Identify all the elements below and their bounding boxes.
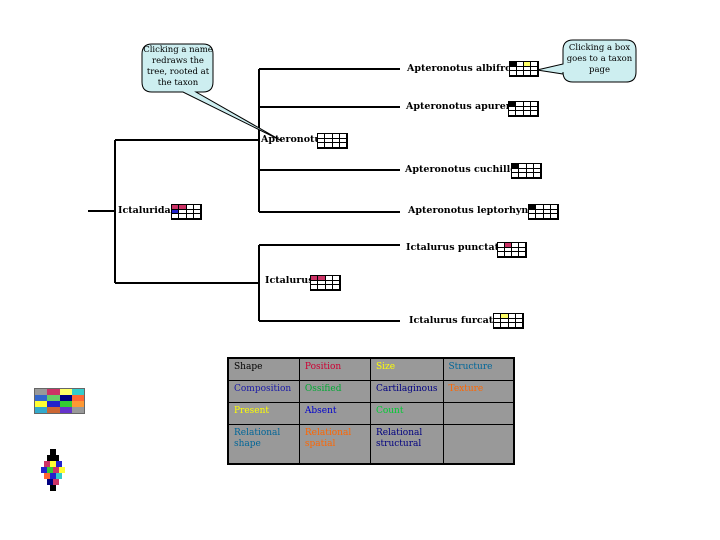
- taxon-name-apteronotus-leptorhynchus[interactable]: Apteronotus leptorhynchus: [408, 205, 554, 216]
- taxon-name-ictaluridae[interactable]: Ictaluridae: [118, 205, 177, 216]
- taxon-name-ictalurus-furcatus[interactable]: Ictalurus furcatus: [409, 315, 506, 326]
- legend-cell: Present: [227, 401, 300, 425]
- taxon-box-ictalurus[interactable]: [310, 275, 341, 291]
- legend-cell: Composition: [227, 379, 300, 403]
- legend-cell: Count: [369, 401, 444, 425]
- taxon-name-apteronotus-albifrons[interactable]: Apteronotus albifrons: [407, 63, 524, 74]
- legend-cell: Cartilaginous: [369, 379, 444, 403]
- legend-cell: Texture: [442, 379, 515, 403]
- legend-cell: [442, 423, 515, 465]
- taxon-box-apteronotus-albifrons[interactable]: [509, 61, 539, 77]
- legend-cell: Relational structural: [369, 423, 444, 465]
- legend-cell: Shape: [227, 357, 300, 381]
- legend-cell: [442, 401, 515, 425]
- legend-cell: Position: [298, 357, 371, 381]
- taxon-box-ictalurus-furcatus[interactable]: [493, 313, 524, 329]
- taxon-name-apteronotus[interactable]: Apteronotus: [261, 134, 327, 145]
- legend-cell: Relational shape: [227, 423, 300, 465]
- name-callout: [141, 43, 283, 142]
- name-callout-text: Clicking a name redraws the tree, rooted…: [143, 45, 213, 88]
- taxon-box-apteronotus-apurensis[interactable]: [508, 101, 539, 117]
- name-callout-bubble: [141, 43, 283, 142]
- box-callout: [536, 39, 637, 83]
- box-callout-text: Clicking a box goes to a taxon page: [566, 43, 633, 75]
- diamond-grid-icon: [41, 449, 65, 491]
- legend-cell: Absent: [298, 401, 371, 425]
- taxon-name-apteronotus-cuchillejo[interactable]: Apteronotus cuchillejo: [405, 164, 527, 175]
- taxon-name-apteronotus-apurensis[interactable]: Apteronotus apurensis: [406, 101, 527, 112]
- taxon-box-apteronotus-cuchillejo[interactable]: [511, 163, 542, 179]
- taxon-name-ictalurus-punctatus[interactable]: Ictalurus punctatus: [406, 242, 512, 253]
- legend-cell: Relational spatial: [298, 423, 371, 465]
- legend-cell: Structure: [442, 357, 515, 381]
- taxon-box-apteronotus[interactable]: [317, 133, 348, 149]
- color-grid-icon: [34, 388, 85, 414]
- taxon-box-apteronotus-leptorhynchus[interactable]: [528, 204, 559, 220]
- taxon-name-ictalurus[interactable]: Ictalurus: [265, 275, 314, 286]
- taxon-box-ictalurus-punctatus[interactable]: [497, 242, 527, 258]
- legend-cell: Ossified: [298, 379, 371, 403]
- taxon-box-ictaluridae[interactable]: [171, 204, 202, 220]
- box-callout-bubble: [536, 39, 637, 83]
- legend-cell: Size: [369, 357, 444, 381]
- tree-branches: [88, 68, 400, 322]
